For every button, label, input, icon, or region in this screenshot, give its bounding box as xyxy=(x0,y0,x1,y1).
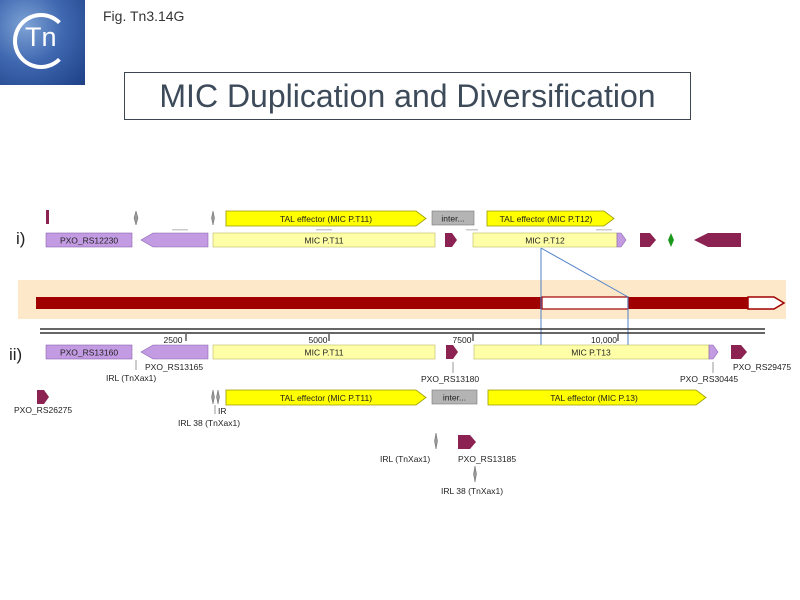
gene-maroon-small-i-2 xyxy=(640,233,656,247)
ir-marker-1 xyxy=(211,389,215,405)
big-arrow-segment-2 xyxy=(628,297,748,309)
gene-pxo-rs13180-arrow xyxy=(446,345,458,359)
logo-tn-icon: Tn xyxy=(0,0,85,85)
panel-ii-label: ii) xyxy=(9,345,22,364)
irl-tnxax1-label-a: IRL (TnXax1) xyxy=(106,373,156,383)
pxo-rs26275-label: PXO_RS26275 xyxy=(14,405,72,415)
tal-effector-13-arrow xyxy=(487,389,707,406)
marker-diamond-1 xyxy=(133,210,139,226)
gene-pxo-rs13160-label: PXO_RS13160 xyxy=(60,348,118,358)
tal-effector-t12-label: TAL effector (MIC P.T12) xyxy=(500,214,593,224)
gene-green-small xyxy=(668,233,674,247)
tal-effector-t11-arrow-ii xyxy=(225,389,427,406)
gene-pxo-rs13185-arrow xyxy=(458,435,476,449)
pxo-rs13185-label: PXO_RS13185 xyxy=(458,454,516,464)
gene-pxo-rs29475-arrow xyxy=(731,345,747,359)
faded-tick-2 xyxy=(316,229,332,231)
faded-tick-4 xyxy=(596,229,612,231)
ruler-tick-label-10000: 10,000 xyxy=(591,335,617,345)
marker-diamond-2 xyxy=(211,210,215,226)
tal-effector-t11-arrow-i xyxy=(225,210,427,227)
irl38-label-a: IRL 38 (TnXax1) xyxy=(178,418,240,428)
pxo-rs13180-label: PXO_RS13180 xyxy=(421,374,479,384)
tal-effector-13-label: TAL effector (MIC P.13) xyxy=(550,393,638,403)
ir-marker-2 xyxy=(216,389,220,405)
logo-ring xyxy=(13,13,69,69)
gene-mic-t11-ii xyxy=(212,344,436,360)
blue-line-diagonal xyxy=(540,247,629,298)
inter-box-ii xyxy=(431,389,478,405)
gene-pxo-rs30445-arrow xyxy=(708,344,719,360)
pxo-rs13165-label: PXO_RS13165 xyxy=(145,362,203,372)
figure-label: Fig. Tn3.14G xyxy=(103,8,185,24)
marker-maroon-small xyxy=(46,210,49,224)
gene-pxo-rs13160 xyxy=(45,344,133,360)
irl-tnxax1-label-b: IRL (TnXax1) xyxy=(380,454,430,464)
gene-lavender-small-i xyxy=(616,232,627,248)
gene-pxo-rs12230 xyxy=(45,232,133,248)
gene-mic-t11-label-i: MIC P.T11 xyxy=(305,236,344,246)
tal-effector-t11-label-ii: TAL effector (MIC P.T11) xyxy=(280,393,372,403)
gene-mic-t12-label: MIC P.T12 xyxy=(525,236,565,246)
ruler-tick-label-5000: 5000 xyxy=(309,335,328,345)
page-title: MIC Duplication and Diversification xyxy=(159,77,656,114)
pxo-rs29475-label: PXO_RS29475 xyxy=(733,362,791,372)
gene-maroon-reverse-i xyxy=(694,233,741,247)
gene-pxo-rs12230-label: PXO_RS12230 xyxy=(60,236,118,246)
big-arrow-segment-1 xyxy=(36,297,542,309)
gene-maroon-small-i-1 xyxy=(445,233,457,247)
title-box: MIC Duplication and Diversification xyxy=(124,72,691,120)
ruler-tick-label-7500: 7500 xyxy=(453,335,472,345)
pxo-rs30445-label: PXO_RS30445 xyxy=(680,374,738,384)
gene-mic-t11-label-ii: MIC P.T11 xyxy=(305,348,344,358)
gene-mic-t13-label: MIC P.T13 xyxy=(571,348,611,358)
big-arrow-gap-segment xyxy=(541,296,629,310)
irl38-label-b: IRL 38 (TnXax1) xyxy=(441,486,503,496)
irl-tnxax1-marker-b xyxy=(434,432,438,450)
faded-tick-3 xyxy=(466,229,478,231)
gene-mic-t11-i xyxy=(212,232,436,248)
gene-lavender-reverse-i xyxy=(140,232,209,248)
inter-label-i: inter... xyxy=(441,214,464,224)
tal-effector-t12-arrow xyxy=(486,210,615,227)
inter-label-ii: inter... xyxy=(443,393,466,403)
faded-tick-1 xyxy=(172,229,188,231)
ruler-tick-label-2500: 2500 xyxy=(164,335,183,345)
tal-effector-t11-label-i: TAL effector (MIC P.T11) xyxy=(280,214,372,224)
inter-box-i xyxy=(431,210,475,226)
ir-label: IR xyxy=(218,406,227,416)
gene-pxo-rs13165-arrow xyxy=(140,344,209,360)
logo-text: Tn xyxy=(25,22,57,52)
irl38-marker-b xyxy=(473,465,477,483)
big-arrow-head xyxy=(747,296,786,310)
panel-i-label: i) xyxy=(16,229,25,248)
gene-pxo-rs26275-arrow xyxy=(37,390,49,404)
